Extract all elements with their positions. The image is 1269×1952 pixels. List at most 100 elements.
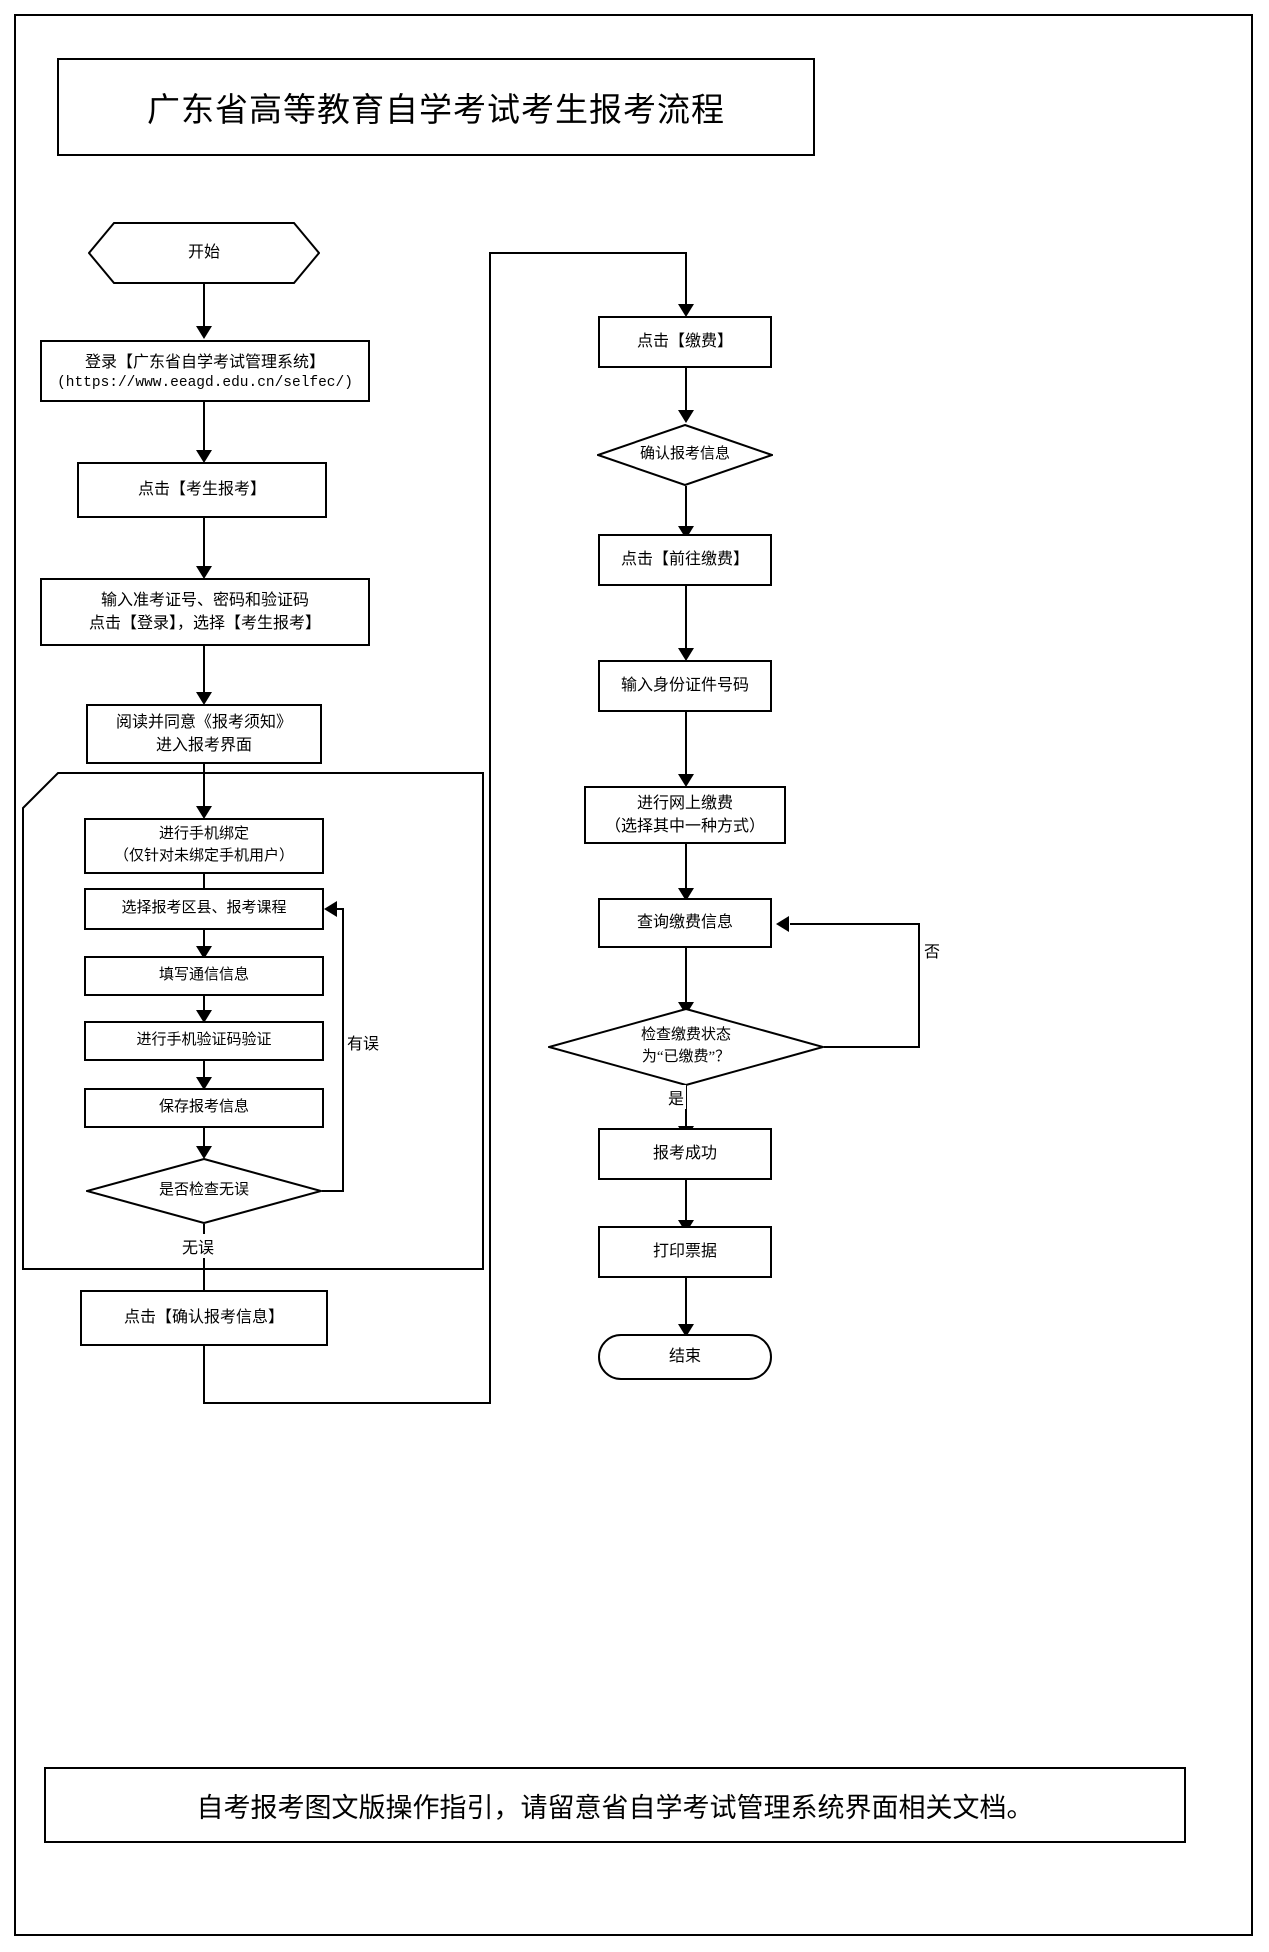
loop-container-shape (22, 772, 484, 1270)
arrowhead (196, 1146, 212, 1159)
node-decision-payment-status-line2: 为“已缴费”？ (641, 1049, 731, 1065)
title-box: 广东省高等教育自学考试考生报考流程 (57, 58, 815, 156)
edge-ok-v (203, 1224, 205, 1298)
node-decision-confirm-info: 确认报考信息 (594, 423, 776, 487)
node-verify-sms-code-label: 进行手机验证码验证 (136, 1032, 272, 1049)
arrowhead (678, 1324, 694, 1337)
node-fill-contact-info: 填写通信信息 (84, 956, 324, 996)
edge-error-v (342, 908, 344, 1191)
node-decision-check-ok: 是否检查无误 (83, 1157, 325, 1225)
node-enter-credentials: 输入准考证号、密码和验证码 点击【登录】，选择【考生报考】 (40, 578, 370, 646)
edge-notice-to-loop (203, 764, 205, 812)
edge-apply-to-credentials (203, 518, 205, 572)
edge-label-yes: 是 (666, 1085, 687, 1109)
node-goto-pay-label: 点击【前往缴费】 (620, 551, 749, 569)
arrowhead (196, 326, 212, 339)
edge-no-v (918, 923, 920, 1047)
node-fill-contact-info-label: 填写通信信息 (158, 967, 249, 984)
node-print-receipt-label: 打印票据 (652, 1243, 717, 1261)
node-confirm-application: 点击【确认报考信息】 (80, 1290, 328, 1346)
diamond-shape (83, 1157, 325, 1225)
node-click-candidate-apply: 点击【考生报考】 (77, 462, 327, 518)
edge-r6 (685, 948, 687, 1008)
edge-3 (203, 996, 205, 1016)
arrowhead (776, 916, 789, 932)
node-application-success-label: 报考成功 (652, 1145, 717, 1163)
arrowhead (678, 304, 694, 317)
node-decision-confirm-info-label: 确认报考信息 (639, 446, 730, 463)
node-decision-check-ok-label: 是否检查无误 (158, 1182, 249, 1199)
arrowhead (678, 648, 694, 661)
node-print-receipt: 打印票据 (598, 1226, 772, 1278)
edge-error-h1 (322, 1190, 344, 1192)
node-click-pay-label: 点击【缴费】 (636, 333, 733, 351)
node-start: 开始 (88, 222, 320, 284)
edge-r2 (685, 486, 687, 532)
arrowhead (196, 1077, 212, 1090)
edge-r4 (685, 712, 687, 780)
node-click-candidate-apply-label: 点击【考生报考】 (137, 481, 266, 499)
arrowhead (678, 888, 694, 901)
edge-bridge-h1 (203, 1402, 491, 1404)
node-login-line2: (https://www.eeagd.edu.cn/selfec/) (57, 374, 353, 391)
node-query-payment: 查询缴费信息 (598, 898, 772, 948)
edge-r1 (685, 368, 687, 416)
edge-no-h2 (790, 923, 920, 925)
node-read-notice-line1: 阅读并同意《报考须知》 (115, 713, 292, 731)
edge-start-to-login (203, 284, 205, 332)
edge-2 (203, 930, 205, 952)
edge-login-to-apply (203, 402, 205, 456)
node-application-success: 报考成功 (598, 1128, 772, 1180)
arrowhead (678, 410, 694, 423)
node-confirm-application-label: 点击【确认报考信息】 (123, 1309, 284, 1327)
edge-bridge-h2 (489, 252, 687, 254)
arrowhead (196, 450, 212, 463)
edge-credentials-to-notice (203, 646, 205, 698)
node-end: 结束 (598, 1334, 772, 1380)
edge-r7 (685, 1180, 687, 1226)
node-online-payment-line2: （选择其中一种方式） (604, 818, 765, 835)
diamond-shape (594, 423, 776, 487)
edge-r5 (685, 844, 687, 894)
node-enter-id-number-label: 输入身份证件号码 (620, 677, 749, 695)
node-bind-phone-line2: （仅针对未绑定手机用户） (113, 848, 294, 864)
edge-yes-v (685, 1086, 687, 1132)
edge-label-ok: 无误 (180, 1234, 217, 1258)
node-login: 登录【广东省自学考试管理系统】 (https://www.eeagd.edu.c… (40, 340, 370, 402)
node-decision-payment-status-line1: 检查缴费状态 (640, 1027, 731, 1044)
edge-label-error: 有误 (345, 1030, 382, 1054)
loop-container (22, 772, 484, 1270)
node-login-line1: 登录【广东省自学考试管理系统】 (84, 354, 325, 372)
node-start-label: 开始 (187, 244, 220, 262)
node-online-payment-line1: 进行网上缴费 (636, 794, 733, 812)
node-read-notice-line2: 进入报考界面 (155, 737, 252, 754)
edge-bridge-v2 (489, 252, 491, 1404)
arrowhead (196, 692, 212, 705)
node-save-application: 保存报考信息 (84, 1088, 324, 1128)
edge-label-no: 否 (922, 938, 943, 962)
page-title: 广东省高等教育自学考试考生报考流程 (147, 93, 725, 129)
edge-4 (203, 1061, 205, 1083)
arrowhead (196, 566, 212, 579)
node-click-pay: 点击【缴费】 (598, 316, 772, 368)
footer-note-text: 自考报考图文版操作指引，请留意省自学考试管理系统界面相关文档。 (196, 1792, 1034, 1823)
node-read-notice: 阅读并同意《报考须知》 进入报考界面 (86, 704, 322, 764)
hexagon-shape (88, 222, 320, 284)
arrowhead (678, 774, 694, 787)
edge-error-h2 (337, 908, 344, 910)
node-decision-payment-status: 检查缴费状态 为“已缴费”？ (545, 1007, 827, 1087)
node-save-application-label: 保存报考信息 (158, 1099, 249, 1116)
node-enter-credentials-line1: 输入准考证号、密码和验证码 (100, 591, 309, 609)
node-online-payment: 进行网上缴费 （选择其中一种方式） (584, 786, 786, 844)
node-goto-pay: 点击【前往缴费】 (598, 534, 772, 586)
node-end-label: 结束 (668, 1348, 701, 1366)
node-verify-sms-code: 进行手机验证码验证 (84, 1021, 324, 1061)
edge-5 (203, 1128, 205, 1154)
edge-bridge-v3 (685, 252, 687, 310)
footer-note-box: 自考报考图文版操作指引，请留意省自学考试管理系统界面相关文档。 (44, 1767, 1186, 1843)
node-query-payment-label: 查询缴费信息 (636, 914, 733, 932)
arrowhead (196, 1010, 212, 1023)
edge-bridge-v1 (203, 1346, 205, 1404)
node-enter-id-number: 输入身份证件号码 (598, 660, 772, 712)
